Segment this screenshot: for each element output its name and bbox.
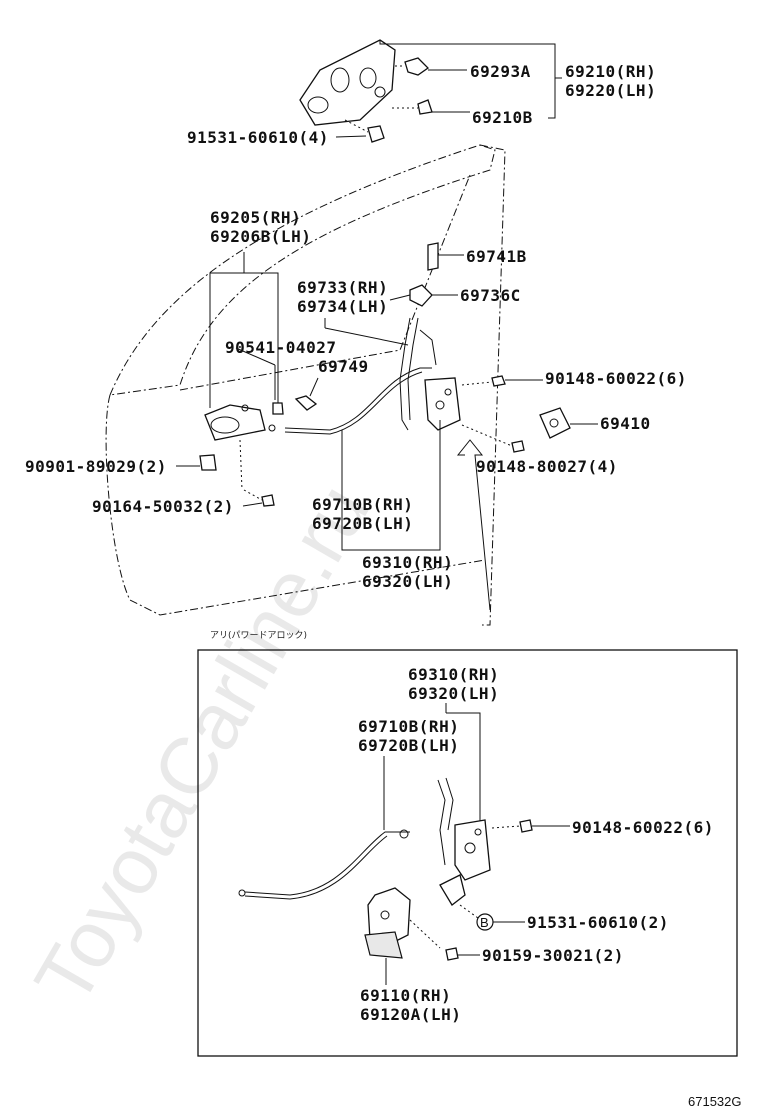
outside-handle <box>299 39 433 143</box>
svg-text:B: B <box>480 915 489 930</box>
label-69220-lh: 69220(LH) <box>565 81 656 100</box>
inset-frame <box>197 649 738 1057</box>
inset-label-90148-60022-6: 90148-60022(6) <box>572 818 714 837</box>
label-69741B: 69741B <box>466 247 527 266</box>
label-69320-lh: 69320(LH) <box>362 572 453 591</box>
door-outline <box>105 144 506 626</box>
inset-cable <box>238 829 410 900</box>
label-90541-04027: 90541-04027 <box>225 338 336 357</box>
inset-caption: アリ(パワードアロック) <box>210 630 307 641</box>
label-69736C: 69736C <box>460 286 521 305</box>
label-69749: 69749 <box>318 357 369 376</box>
inset-label-69120A-lh: 69120A(LH) <box>360 1005 461 1024</box>
label-69210-rh: 69210(RH) <box>565 62 656 81</box>
label-91531-60610-4: 91531-60610(4) <box>187 128 329 147</box>
label-69710B-rh: 69710B(RH) <box>312 495 413 514</box>
inset-label-90159-30021-2: 90159-30021(2) <box>482 946 624 965</box>
inset-marker-b: B <box>476 913 494 931</box>
label-90901-89029-2: 90901-89029(2) <box>25 457 167 476</box>
label-69410: 69410 <box>600 414 651 433</box>
inset-label-69320-lh: 69320(LH) <box>408 684 499 703</box>
diagram-code: 671532G <box>688 1094 742 1109</box>
label-69720B-lh: 69720B(LH) <box>312 514 413 533</box>
inset-label-69710B-rh: 69710B(RH) <box>358 717 459 736</box>
label-69293A: 69293A <box>470 62 531 81</box>
inset-actuator <box>364 887 459 961</box>
label-90148-60022-6-upper: 90148-60022(6) <box>545 369 687 388</box>
label-69734-lh: 69734(LH) <box>297 297 388 316</box>
inset-label-69720B-lh: 69720B(LH) <box>358 736 459 755</box>
inset-label-69110-rh: 69110(RH) <box>360 986 451 1005</box>
inset-lock-assembly <box>437 777 533 906</box>
label-90148-80027-4: 90148-80027(4) <box>476 457 618 476</box>
label-69206B-lh: 69206B(LH) <box>210 227 311 246</box>
label-69205-rh: 69205(RH) <box>210 208 301 227</box>
inside-handle <box>199 395 318 507</box>
inset-label-91531-60610-2: 91531-60610(2) <box>527 913 669 932</box>
label-69733-rh: 69733(RH) <box>297 278 388 297</box>
label-69210B: 69210B <box>472 108 533 127</box>
control-cable <box>268 367 432 435</box>
door-lock-assembly <box>399 242 571 453</box>
label-90164-50032-2: 90164-50032(2) <box>92 497 234 516</box>
watermark: ToyotaCarline.ru <box>18 470 386 1019</box>
label-69310-rh: 69310(RH) <box>362 553 453 572</box>
inset-label-69310-rh: 69310(RH) <box>408 665 499 684</box>
